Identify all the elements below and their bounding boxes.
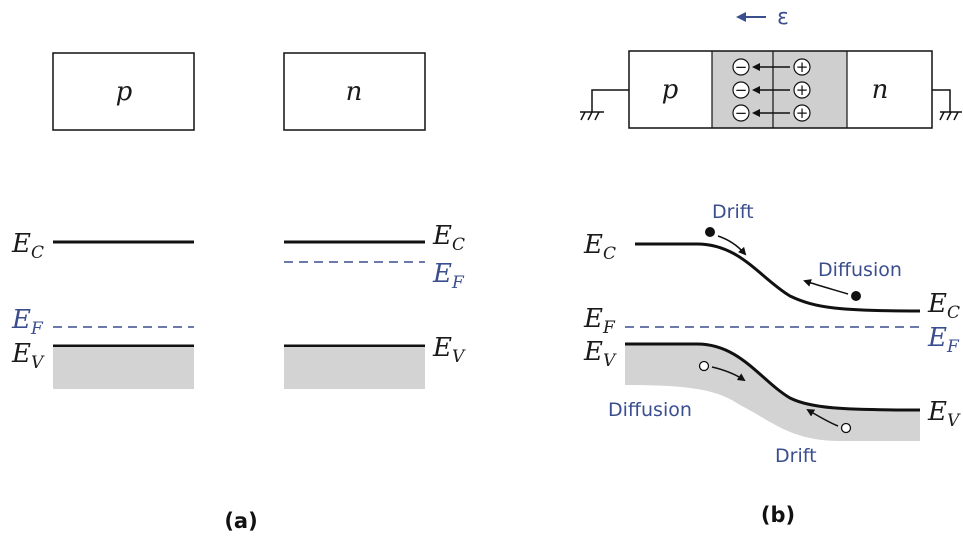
diffusion-top-label: Diffusion xyxy=(818,259,902,281)
diffusion-electron-arrow xyxy=(803,279,849,295)
diffusion-hole xyxy=(698,360,710,372)
positive-ion xyxy=(793,58,811,76)
ion-row-1: − + xyxy=(732,58,811,76)
drift-bottom-label: Drift xyxy=(775,445,817,467)
drift-top-label: Drift xyxy=(712,201,754,223)
drift-hole-arrow xyxy=(806,408,839,427)
n-valence-fill xyxy=(284,347,425,389)
positive-ion xyxy=(793,81,811,99)
negative-ion xyxy=(732,81,750,99)
drift-hole xyxy=(840,422,852,434)
p-valence-fill xyxy=(53,347,194,389)
negative-ion xyxy=(732,58,750,76)
b-left-ev-label: EV xyxy=(583,337,617,371)
diffusion-bottom-label: Diffusion xyxy=(608,399,692,421)
panel-b: ε p n − + − + − + xyxy=(580,5,962,527)
positive-ion-sign: + xyxy=(796,104,809,122)
field-label: ε xyxy=(777,5,789,30)
valence-band-curve xyxy=(625,342,921,412)
p-block-label: p xyxy=(116,77,133,107)
junction-p-label: p xyxy=(662,75,679,105)
positive-ion-sign: + xyxy=(796,58,809,76)
conduction-band-curve xyxy=(635,242,921,313)
negative-ion xyxy=(732,104,750,122)
junction-n-label: n xyxy=(872,75,889,105)
caption-b: (b) xyxy=(761,503,795,527)
n-ev-label: EV xyxy=(432,333,466,367)
b-right-ev-label: EV xyxy=(927,397,961,431)
ion-row-3: − + xyxy=(732,104,811,122)
n-ec-label: EC xyxy=(432,221,465,255)
caption-a: (a) xyxy=(224,509,257,533)
n-block xyxy=(283,52,426,131)
left-ground-icon xyxy=(580,89,629,121)
valence-band-fill xyxy=(625,344,920,441)
diffusion-electron xyxy=(851,291,861,301)
p-block xyxy=(52,52,195,131)
p-ev-label: EV xyxy=(11,339,45,373)
ion-row-2: − + xyxy=(732,81,811,99)
negative-ion-sign: − xyxy=(735,58,748,76)
negative-ion-sign: − xyxy=(735,104,748,122)
b-left-ef-label: EF xyxy=(583,304,616,338)
negative-ion-sign: − xyxy=(735,81,748,99)
panel-a: p n EC EF EV EC EF EV (a) xyxy=(11,52,466,533)
drift-electron xyxy=(705,227,715,237)
b-right-ec-label: EC xyxy=(927,289,960,323)
p-ef-label: EF xyxy=(11,305,44,339)
n-block-label: n xyxy=(346,77,363,107)
p-ec-label: EC xyxy=(11,229,44,263)
diffusion-hole-arrow xyxy=(711,366,746,382)
positive-ion-sign: + xyxy=(796,81,809,99)
b-right-ef-label: EF xyxy=(927,323,960,357)
right-ground-icon xyxy=(932,89,962,121)
b-left-ec-label: EC xyxy=(583,230,616,264)
positive-ion xyxy=(793,104,811,122)
drift-electron-arrow xyxy=(717,235,747,256)
n-ef-label: EF xyxy=(432,259,465,293)
